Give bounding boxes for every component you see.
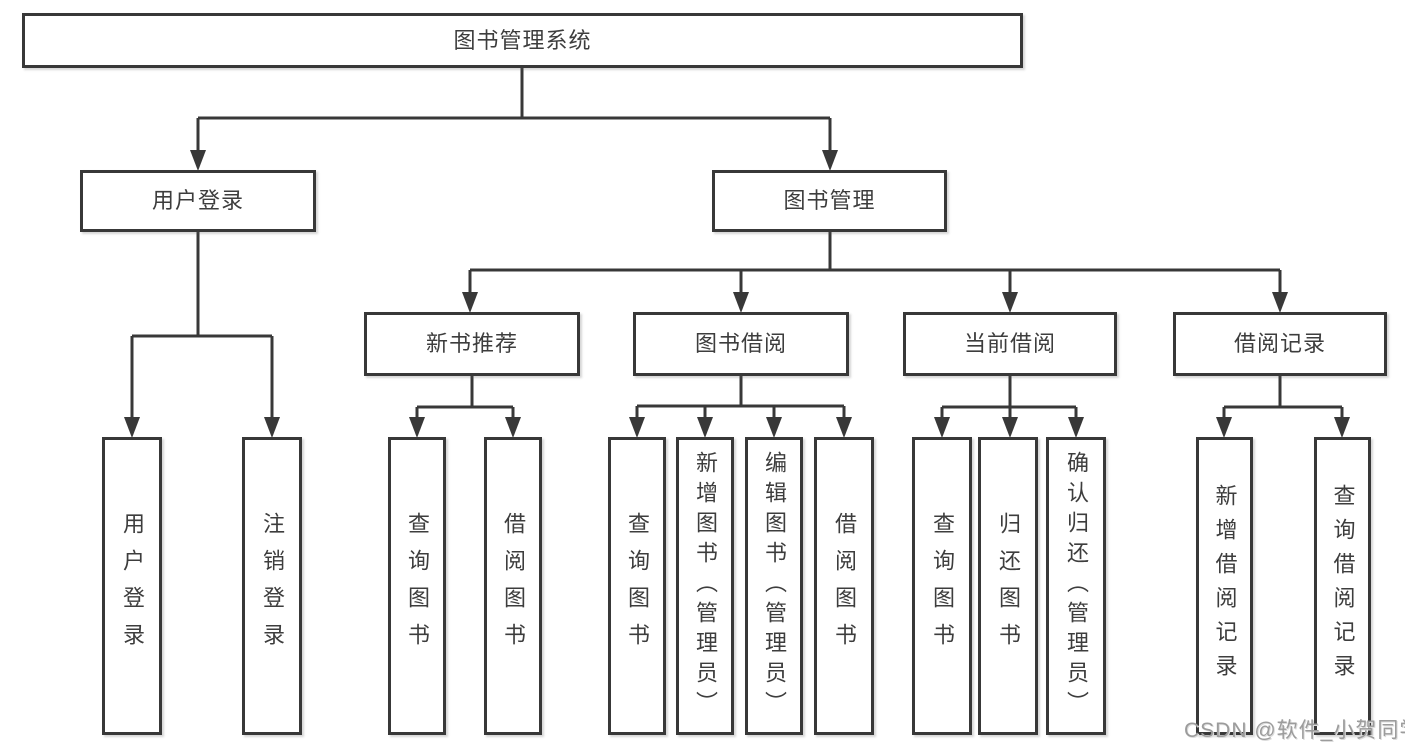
- leaf-user-login: 用户登录: [102, 437, 162, 735]
- leaf-logout: 注销登录: [242, 437, 302, 735]
- leaf-borrowing-query-books: 查询图书: [608, 437, 666, 735]
- node-user-login: 用户登录: [80, 170, 316, 232]
- node-book-management: 图书管理: [712, 170, 947, 232]
- leaf-recommend-query-books: 查询图书: [388, 437, 446, 735]
- node-current-borrowing: 当前借阅: [903, 312, 1117, 376]
- arrowhead-group: [124, 150, 1350, 438]
- leaf-add-books-admin: 新增图书（管理员）: [676, 437, 734, 735]
- leaf-confirm-return-admin: 确认归还（管理员）: [1046, 437, 1106, 735]
- node-new-book-recommend: 新书推荐: [364, 312, 580, 376]
- leaf-add-borrow-record: 新增借阅记录: [1196, 437, 1253, 735]
- leaf-recommend-borrow-books: 借阅图书: [484, 437, 542, 735]
- leaf-borrowing-borrow-books: 借阅图书: [814, 437, 874, 735]
- leaf-return-books: 归还图书: [978, 437, 1038, 735]
- leaf-query-borrow-record: 查询借阅记录: [1314, 437, 1371, 735]
- node-borrowing-records: 借阅记录: [1173, 312, 1387, 376]
- node-book-borrowing: 图书借阅: [633, 312, 849, 376]
- leaf-current-query-books: 查询图书: [912, 437, 972, 735]
- csdn-watermark: CSDN @软件_小贺同学: [1184, 719, 1405, 742]
- node-root-system: 图书管理系统: [22, 13, 1023, 68]
- leaf-edit-books-admin: 编辑图书（管理员）: [745, 437, 803, 735]
